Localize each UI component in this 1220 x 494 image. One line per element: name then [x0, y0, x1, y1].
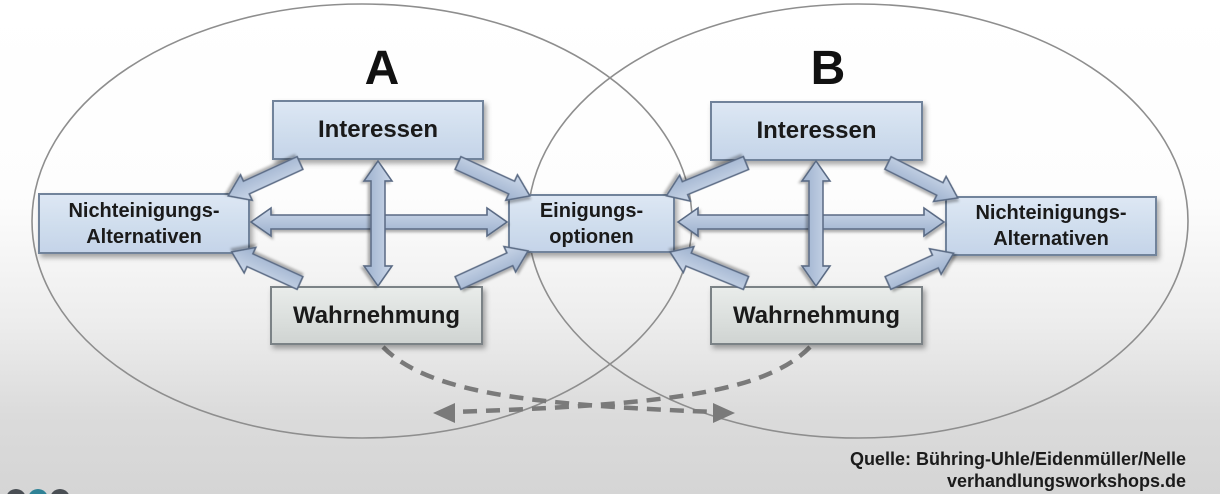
dashed-arrowhead-right [713, 403, 735, 423]
box-alternativen-a-line2: Alternativen [86, 225, 202, 248]
logo-dots [7, 489, 69, 494]
party-a-label: A [364, 42, 400, 95]
box-alternativen-a-line1: Nichteinigungs- [68, 199, 220, 222]
source-credit-line1: Quelle: Bühring-Uhle/Eidenmüller/Nelle [849, 449, 1186, 469]
box-alternativen-a: Nichteinigungs- Alternativen [38, 193, 250, 254]
box-wahrnehmung-b-label: Wahrnehmung [732, 301, 901, 329]
box-einigungsoptionen-line1: Einigungs- [539, 199, 644, 222]
logo-dot-left [7, 489, 25, 494]
party-b-label: B [810, 42, 846, 95]
logo-dot-right [51, 489, 69, 494]
box-alternativen-b-line2: Alternativen [993, 228, 1109, 250]
box-einigungsoptionen-line2: optionen [549, 225, 634, 248]
source-credit-line2: verhandlungsworkshops.de [946, 471, 1186, 491]
box-einigungsoptionen: Einigungs- optionen [508, 194, 675, 253]
box-interessen-b-label: Interessen [756, 117, 877, 144]
box-alternativen-b: Nichteinigungs- Alternativen [945, 196, 1157, 256]
dashed-arrow-wahrnehmung-a-to-b [381, 345, 735, 423]
box-interessen-a-label: Interessen [317, 116, 439, 143]
box-wahrnehmung-b: Wahrnehmung [710, 286, 923, 345]
box-interessen-b: Interessen [710, 101, 923, 161]
dashed-arrow-wahrnehmung-b-to-a [433, 345, 812, 423]
box-wahrnehmung-a-label: Wahrnehmung [292, 301, 461, 329]
box-alternativen-b-line1: Nichteinigungs- [975, 202, 1127, 224]
source-credit: Quelle: Bühring-Uhle/Eidenmüller/Nelle v… [850, 448, 1186, 492]
dashed-arrowhead-left [433, 403, 455, 423]
box-interessen-a: Interessen [272, 100, 484, 160]
logo-dot-middle [29, 489, 47, 494]
box-wahrnehmung-a: Wahrnehmung [270, 286, 483, 345]
